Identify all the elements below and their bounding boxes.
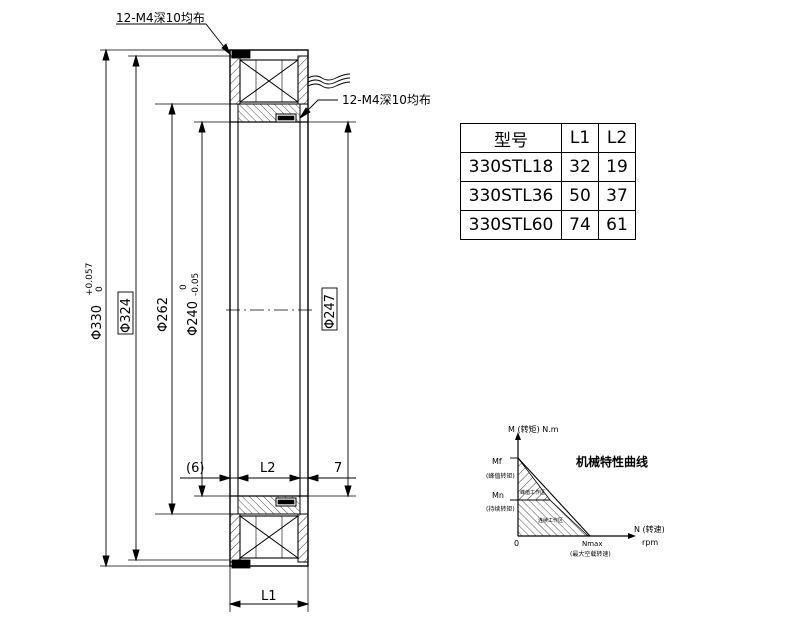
dim-240-tol-upper: 0 xyxy=(179,284,189,290)
nmax-label: Nmax xyxy=(582,540,603,548)
table-cell-l2: 61 xyxy=(598,210,636,240)
curve-x-axis-unit: rpm xyxy=(642,538,658,547)
dim-324-box xyxy=(117,291,134,335)
rotor-top xyxy=(237,103,301,123)
dim-262: Φ262 xyxy=(156,297,171,332)
spec-table-header-row: 型号 L1 L2 xyxy=(460,123,636,153)
stator-bottom xyxy=(229,513,309,569)
horizontal-dimensions xyxy=(180,468,356,608)
table-row: 330STL18 32 19 xyxy=(460,152,636,182)
screw-bottom xyxy=(231,559,251,569)
dim-l1: L1 xyxy=(261,589,277,604)
vertical-dimensions xyxy=(102,48,352,568)
outer-housing-outline xyxy=(229,49,309,567)
table-cell-model: 330STL60 xyxy=(460,210,562,240)
table-cell-l1: 74 xyxy=(561,210,599,240)
table-row: 330STL60 74 61 xyxy=(460,210,636,240)
peak-zone-label: 峰值工作区 xyxy=(520,489,545,496)
header-l1: L1 xyxy=(561,123,599,153)
table-cell-l2: 37 xyxy=(598,181,636,211)
curve-y-axis-label: M (转矩) N.m xyxy=(508,424,559,434)
dim-330-tol-lower: 0 xyxy=(95,286,105,292)
header-l2: L2 xyxy=(598,123,636,153)
mn-note: (持续转矩) xyxy=(486,505,515,513)
dim-247: Φ247 xyxy=(323,294,338,329)
screw-top xyxy=(231,49,251,59)
mechanical-curve: M (转矩) N.m 机械特性曲线 Mf (峰值转矩) Mn (持续转矩) 峰值… xyxy=(486,424,665,558)
thread-note-mid: 12-M4深10均布 xyxy=(342,93,431,107)
thread-leaders xyxy=(116,23,338,119)
extension-lines xyxy=(100,49,356,612)
dim-240: Φ240 xyxy=(186,301,201,336)
mf-note: (峰值转矩) xyxy=(486,472,515,480)
dim-seven: 7 xyxy=(334,461,342,476)
nmax-note: (最大空载转速) xyxy=(570,550,611,558)
dim-gap-6: (6) xyxy=(186,461,204,476)
lead-wires xyxy=(307,73,351,89)
dim-324-group: Φ324 xyxy=(117,291,134,335)
table-cell-model: 330STL18 xyxy=(460,152,562,182)
dim-l2: L2 xyxy=(260,461,276,476)
curve-title: 机械特性曲线 xyxy=(576,454,648,469)
motor-section xyxy=(226,49,351,569)
dim-240-tol-lower: -0.05 xyxy=(191,273,201,296)
rotor-bottom xyxy=(237,495,301,515)
mf-label: Mf xyxy=(492,457,502,466)
stator-top xyxy=(229,49,309,105)
table-cell-l1: 50 xyxy=(561,181,599,211)
dim-330-group: Φ330 +0.057 0 xyxy=(85,263,105,340)
table-row: 330STL36 50 37 xyxy=(460,181,636,211)
spec-table: 型号 L1 L2 330STL18 32 19 330STL36 50 37 3… xyxy=(460,123,636,240)
continuous-zone-label: 连续工作区 xyxy=(538,517,563,524)
header-model: 型号 xyxy=(460,123,562,153)
dim-247-box xyxy=(321,287,338,331)
dim-330-tol-upper: +0.057 xyxy=(85,263,95,296)
table-cell-model: 330STL36 xyxy=(460,181,562,211)
torque-speed-line xyxy=(517,457,591,537)
curve-origin: 0 xyxy=(514,539,519,548)
dim-324: Φ324 xyxy=(119,298,134,333)
curve-x-axis-label: N (转速) xyxy=(634,524,665,534)
thread-note-top: 12-M4深10均布 xyxy=(116,11,205,25)
mn-label: Mn xyxy=(492,491,504,500)
dim-247-group: Φ247 xyxy=(321,287,338,331)
table-cell-l2: 19 xyxy=(598,152,636,182)
dim-330: Φ330 xyxy=(90,305,105,340)
dim-240-group: Φ240 0 -0.05 xyxy=(179,273,201,336)
table-cell-l1: 32 xyxy=(561,152,599,182)
